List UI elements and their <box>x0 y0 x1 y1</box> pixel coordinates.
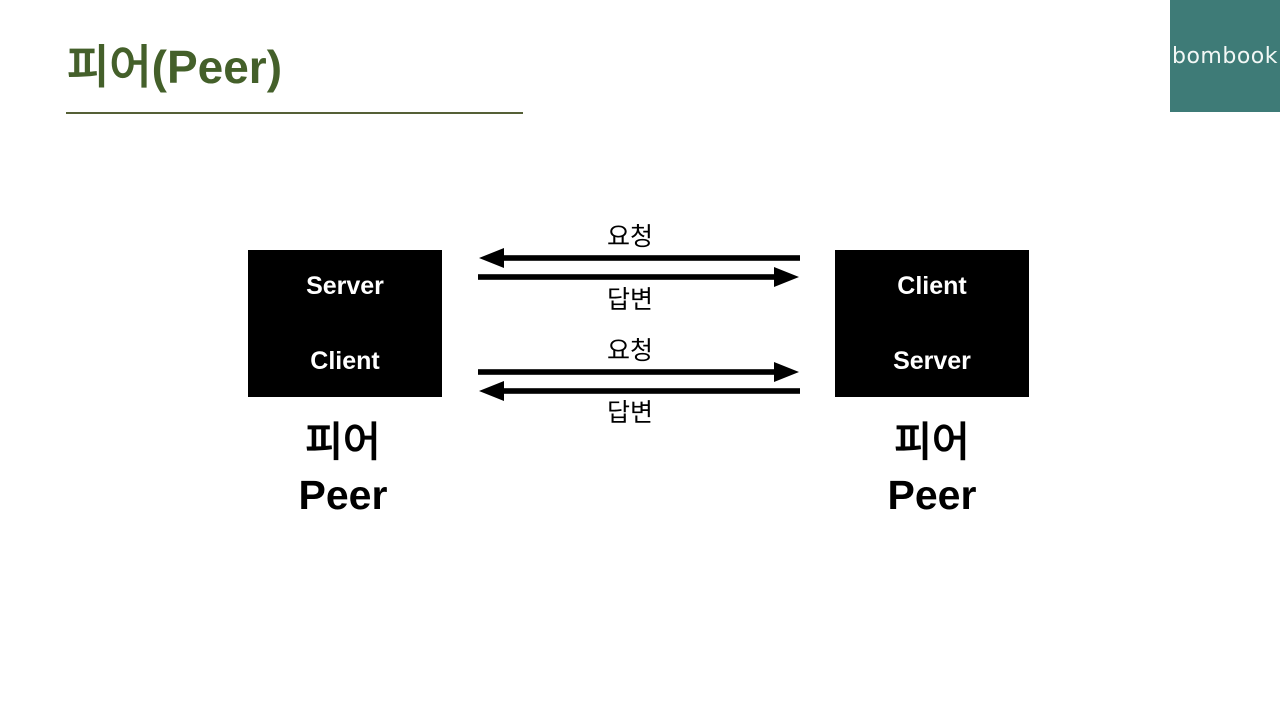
bombook-logo-text: bombook <box>1172 43 1278 69</box>
title-underline <box>66 112 523 114</box>
left-peer-bottom-role: Client <box>310 347 380 375</box>
left-peer-label-en: Peer <box>298 472 388 518</box>
right-peer-label-en: Peer <box>887 472 977 518</box>
bottom-request-arrow-right-icon <box>478 362 799 382</box>
right-peer-top-role: Client <box>897 272 967 300</box>
top-reply-label: 답변 <box>606 286 653 314</box>
top-request-label: 요청 <box>606 223 653 251</box>
left-peer-label-ko: 피어 <box>305 419 381 465</box>
top-reply-arrow-right-icon <box>478 267 799 287</box>
left-peer-label: 피어 Peer <box>246 416 440 522</box>
page-title: 피어(Peer) <box>67 41 283 93</box>
top-request-arrow-left-icon <box>479 248 800 268</box>
right-peer-bottom-role: Server <box>893 347 971 375</box>
bottom-reply-arrow-left-icon <box>479 381 800 401</box>
left-peer-top-role: Server <box>306 272 384 300</box>
right-peer-label: 피어 Peer <box>835 416 1029 522</box>
bottom-reply-label: 답변 <box>606 399 653 427</box>
right-peer-box: Client Server <box>835 250 1029 397</box>
left-peer-box: Server Client <box>248 250 442 397</box>
right-peer-label-ko: 피어 <box>894 419 970 465</box>
bombook-logo: bombook <box>1170 0 1280 112</box>
bottom-request-label: 요청 <box>606 337 653 365</box>
